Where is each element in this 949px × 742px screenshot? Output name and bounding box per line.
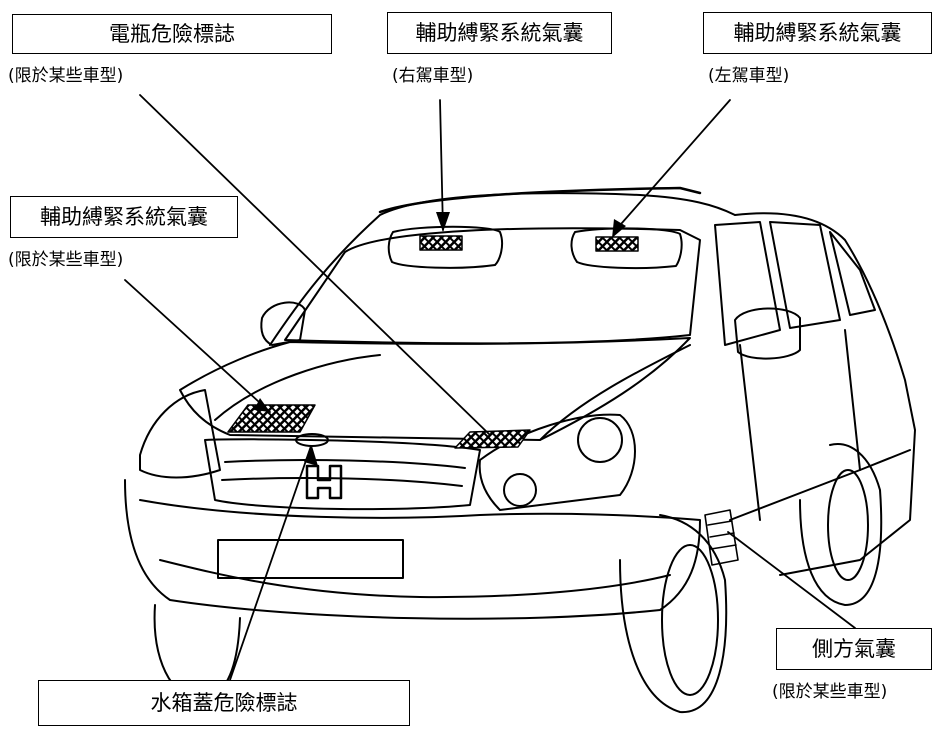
battery-warning-label-box: 電瓶危險標誌: [12, 14, 332, 54]
leader-side-airbag: [727, 531, 856, 629]
leader-radiator: [229, 445, 312, 681]
license-plate: [217, 539, 404, 579]
honda-emblem: [305, 464, 343, 500]
grille: [204, 438, 481, 511]
arrow-radiator: [304, 446, 318, 466]
radiator-cap-label: 水箱蓋危險標誌: [150, 690, 298, 715]
airbag-right-drive-note: (右駕車型): [392, 66, 474, 86]
airbag-hood-label: 輔助縛緊系統氣囊: [40, 204, 208, 229]
leader-left-drive: [613, 99, 731, 233]
right-front-wheel: [619, 514, 728, 714]
hood-crease: [214, 344, 691, 441]
battery-warning-label: 電瓶危險標誌: [109, 21, 235, 46]
arrow-right-drive: [436, 212, 450, 232]
airbag-right-drive-label-box: 輔助縛緊系統氣囊: [387, 12, 612, 54]
leader-right-drive: [439, 99, 444, 231]
rear-wheel: [799, 443, 883, 606]
label-patch-visor-left: [595, 236, 639, 252]
side-sill: [729, 449, 911, 521]
hood: [179, 337, 691, 441]
side-windows: [714, 221, 876, 346]
airbag-hood-label-box: 輔助縛緊系統氣囊: [10, 196, 238, 238]
side-airbag-label: 側方氣囊: [812, 636, 896, 661]
airbag-left-drive-label-box: 輔助縛緊系統氣囊: [703, 12, 932, 54]
left-headlight: [139, 389, 221, 479]
airbag-left-drive-label: 輔助縛緊系統氣囊: [733, 20, 902, 45]
leader-battery: [139, 94, 491, 436]
arrow-hood-airbag: [254, 398, 270, 412]
airbag-right-drive-label: 輔助縛緊系統氣囊: [415, 20, 584, 45]
front-bumper: [124, 479, 701, 620]
right-headlamp-lens: [503, 473, 537, 507]
side-airbag-note: (限於某些車型): [772, 682, 888, 702]
radiator-cap-label-box: 水箱蓋危險標誌: [38, 680, 410, 726]
right-mirror: [734, 307, 801, 360]
label-patch-hood-right: [454, 429, 531, 449]
visor-left-drive: [570, 227, 683, 270]
side-airbag-label-box: 側方氣囊: [776, 628, 932, 670]
rear-wheel-hub: [827, 469, 869, 581]
label-patch-visor-right: [419, 235, 463, 251]
door-line: [739, 329, 861, 521]
side-body: [734, 212, 916, 576]
label-patch-hood-left: [227, 404, 316, 433]
arrow-left-drive: [612, 219, 626, 238]
leader-hood-airbag: [124, 279, 271, 413]
grille-bars: [221, 459, 466, 487]
roof-outline: [269, 192, 736, 346]
left-mirror: [260, 301, 306, 346]
roof-rack: [378, 186, 702, 214]
airbag-hood-note: (限於某些車型): [8, 250, 124, 270]
right-headlight: [478, 413, 636, 511]
visor-right-drive: [387, 225, 504, 269]
right-foglamp: [577, 417, 623, 463]
side-airbag-vent: [704, 509, 739, 566]
right-wheel-hub: [661, 544, 719, 696]
airbag-left-drive-note: (左駕車型): [708, 66, 790, 86]
battery-warning-note: (限於某些車型): [8, 66, 124, 86]
bumper-lower: [159, 559, 671, 599]
